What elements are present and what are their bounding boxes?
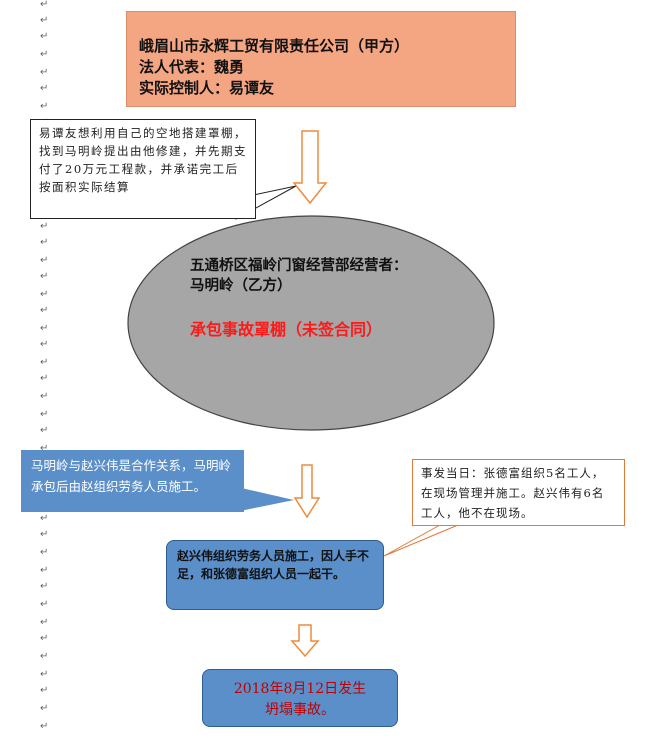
paragraph-mark: ↵ xyxy=(40,101,49,112)
paragraph-mark: ↵ xyxy=(40,391,49,402)
paragraph-mark: ↵ xyxy=(40,289,49,300)
paragraph-mark: ↵ xyxy=(40,0,49,10)
paragraph-mark: ↵ xyxy=(40,599,49,610)
accident-description: 坍塌事故。 xyxy=(265,702,335,718)
contract-status: 承包事故罩棚（未签合同） xyxy=(190,320,383,339)
labor-box: 赵兴伟组织劳务人员施工，因人手不足，和张德富组织人员一起干。 xyxy=(166,540,384,610)
paragraph-mark: ↵ xyxy=(40,305,49,316)
paragraph-mark: ↵ xyxy=(40,323,49,334)
paragraph-mark: ↵ xyxy=(40,633,49,644)
down-arrow-icon xyxy=(292,130,328,205)
paragraph-mark: ↵ xyxy=(40,651,49,662)
paragraph-mark: ↵ xyxy=(40,67,49,78)
paragraph-mark: ↵ xyxy=(40,581,49,592)
paragraph-mark: ↵ xyxy=(40,83,49,94)
party-b-name: 马明岭（乙方） xyxy=(190,278,292,294)
callout-right-tail xyxy=(383,524,459,557)
paragraph-mark: ↵ xyxy=(40,373,49,384)
paragraph-mark: ↵ xyxy=(40,49,49,60)
paragraph-mark: ↵ xyxy=(40,513,49,524)
incident-day-callout-text: 事发当日：张德富组织5名工人，在现场管理并施工。赵兴伟有6名工人，他不在现场。 xyxy=(421,466,605,520)
accident-box: 2018年8月12日发生 坍塌事故。 xyxy=(202,669,398,727)
paragraph-mark: ↵ xyxy=(40,237,49,248)
relationship-callout: 马明岭与赵兴伟是合作关系，马明岭承包后由赵组织劳务人员施工。 xyxy=(21,450,244,512)
party-a-box: 峨眉山市永辉工贸有限责任公司（甲方） 法人代表：魏勇 实际控制人：易谭友 xyxy=(126,11,516,107)
party-b-business: 五通桥区福岭门窗经营部经营者： xyxy=(190,258,408,274)
background-callout: 易谭友想利用自己的空地搭建罩棚，找到马明岭提出由他修建，并先期支付了20万元工程… xyxy=(30,119,256,219)
paragraph-mark: ↵ xyxy=(40,15,49,26)
paragraph-mark: ↵ xyxy=(40,271,49,282)
contractor-ellipse xyxy=(127,215,495,431)
paragraph-mark: ↵ xyxy=(40,529,49,540)
party-b-text: 五通桥区福岭门窗经营部经营者： 马明岭（乙方） 承包事故罩棚（未签合同） xyxy=(190,256,470,340)
paragraph-mark: ↵ xyxy=(40,31,49,42)
paragraph-mark: ↵ xyxy=(40,339,49,350)
down-arrow-icon xyxy=(293,464,321,519)
party-a-legal-rep: 法人代表：魏勇 xyxy=(139,58,245,76)
paragraph-mark: ↵ xyxy=(40,221,49,232)
paragraph-mark: ↵ xyxy=(40,617,49,628)
accident-date: 2018年8月12日发生 xyxy=(233,681,367,697)
party-a-company: 峨眉山市永辉工贸有限责任公司（甲方） xyxy=(139,37,410,55)
paragraph-mark: ↵ xyxy=(40,255,49,266)
paragraph-mark: ↵ xyxy=(40,409,49,420)
paragraph-mark: ↵ xyxy=(40,685,49,696)
down-arrow-icon xyxy=(290,624,320,658)
incident-day-callout: 事发当日：张德富组织5名工人，在现场管理并施工。赵兴伟有6名工人，他不在现场。 xyxy=(412,459,625,526)
labor-box-text: 赵兴伟组织劳务人员施工，因人手不足，和张德富组织人员一起干。 xyxy=(177,549,370,581)
party-a-controller: 实际控制人：易谭友 xyxy=(139,79,275,97)
paragraph-mark: ↵ xyxy=(40,357,49,368)
paragraph-mark: ↵ xyxy=(40,669,49,680)
background-callout-text: 易谭友想利用自己的空地搭建罩棚，找到马明岭提出由他修建，并先期支付了20万元工程… xyxy=(39,126,247,194)
paragraph-mark: ↵ xyxy=(40,721,49,732)
paragraph-mark: ↵ xyxy=(40,547,49,558)
paragraph-mark: ↵ xyxy=(40,565,49,576)
paragraph-mark: ↵ xyxy=(40,703,49,714)
paragraph-mark: ↵ xyxy=(40,443,49,454)
relationship-callout-text: 马明岭与赵兴伟是合作关系，马明岭承包后由赵组织劳务人员施工。 xyxy=(31,458,232,494)
paragraph-mark: ↵ xyxy=(40,425,49,436)
